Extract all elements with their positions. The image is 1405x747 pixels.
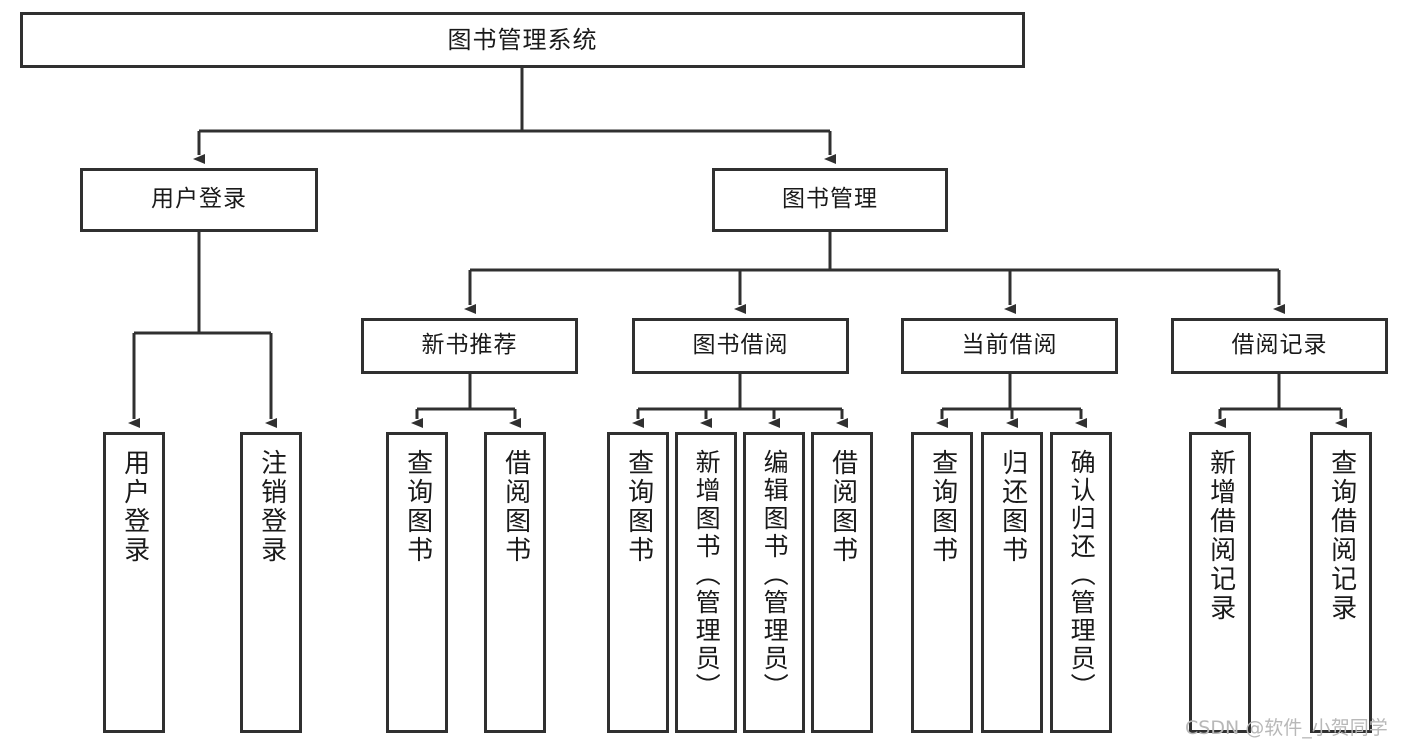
- node-book-manage[interactable]: 图书管理: [712, 168, 948, 232]
- node-label-book-manage: 图书管理: [782, 186, 878, 213]
- node-leaf-query-book-2[interactable]: 查询图书: [607, 432, 669, 733]
- watermark-csdn: CSDN @软件_小贺同学: [1185, 717, 1388, 739]
- node-label-user-login: 用户登录: [151, 186, 247, 213]
- node-book-borrow[interactable]: 图书借阅: [632, 318, 849, 374]
- node-label-root: 图书管理系统: [447, 25, 598, 54]
- node-root[interactable]: 图书管理系统: [20, 12, 1025, 68]
- node-label-book-borrow: 图书借阅: [692, 332, 789, 359]
- node-leaf-borrow-book-1[interactable]: 借阅图书: [484, 432, 546, 733]
- node-label-leaf-borrow-book-1: 借阅图书: [500, 449, 531, 565]
- node-leaf-query-book-3[interactable]: 查询图书: [911, 432, 973, 733]
- node-borrow-record[interactable]: 借阅记录: [1171, 318, 1388, 374]
- node-leaf-user-login[interactable]: 用户登录: [103, 432, 165, 733]
- node-label-leaf-user-login: 用户登录: [119, 449, 150, 565]
- node-label-leaf-add-book: 新增图书（管理员）: [692, 449, 722, 701]
- node-leaf-query-book-1[interactable]: 查询图书: [386, 432, 448, 733]
- node-leaf-edit-book[interactable]: 编辑图书（管理员）: [743, 432, 805, 733]
- node-label-new-book-recommend: 新书推荐: [421, 332, 518, 359]
- node-label-leaf-user-logout: 注销登录: [256, 449, 287, 565]
- node-label-leaf-query-book-2: 查询图书: [623, 449, 654, 565]
- node-label-borrow-record: 借阅记录: [1231, 332, 1328, 359]
- node-user-login[interactable]: 用户登录: [80, 168, 318, 232]
- node-label-current-borrow: 当前借阅: [961, 332, 1058, 359]
- node-label-leaf-query-book-3: 查询图书: [927, 449, 958, 565]
- node-new-book-recommend[interactable]: 新书推荐: [361, 318, 578, 374]
- node-current-borrow[interactable]: 当前借阅: [901, 318, 1118, 374]
- node-leaf-return-book[interactable]: 归还图书: [981, 432, 1043, 733]
- node-label-leaf-confirm-return: 确认归还（管理员）: [1067, 449, 1097, 701]
- node-leaf-confirm-return[interactable]: 确认归还（管理员）: [1050, 432, 1112, 733]
- node-label-leaf-query-record: 查询借阅记录: [1326, 449, 1357, 623]
- node-label-leaf-borrow-book-2: 借阅图书: [827, 449, 858, 565]
- node-leaf-borrow-book-2[interactable]: 借阅图书: [811, 432, 873, 733]
- node-label-leaf-query-book-1: 查询图书: [402, 449, 433, 565]
- node-label-leaf-return-book: 归还图书: [997, 449, 1028, 565]
- node-label-leaf-edit-book: 编辑图书（管理员）: [760, 449, 790, 701]
- node-leaf-query-record[interactable]: 查询借阅记录: [1310, 432, 1372, 733]
- node-leaf-user-logout[interactable]: 注销登录: [240, 432, 302, 733]
- node-leaf-add-record[interactable]: 新增借阅记录: [1189, 432, 1251, 733]
- node-leaf-add-book[interactable]: 新增图书（管理员）: [675, 432, 737, 733]
- node-label-leaf-add-record: 新增借阅记录: [1205, 449, 1236, 623]
